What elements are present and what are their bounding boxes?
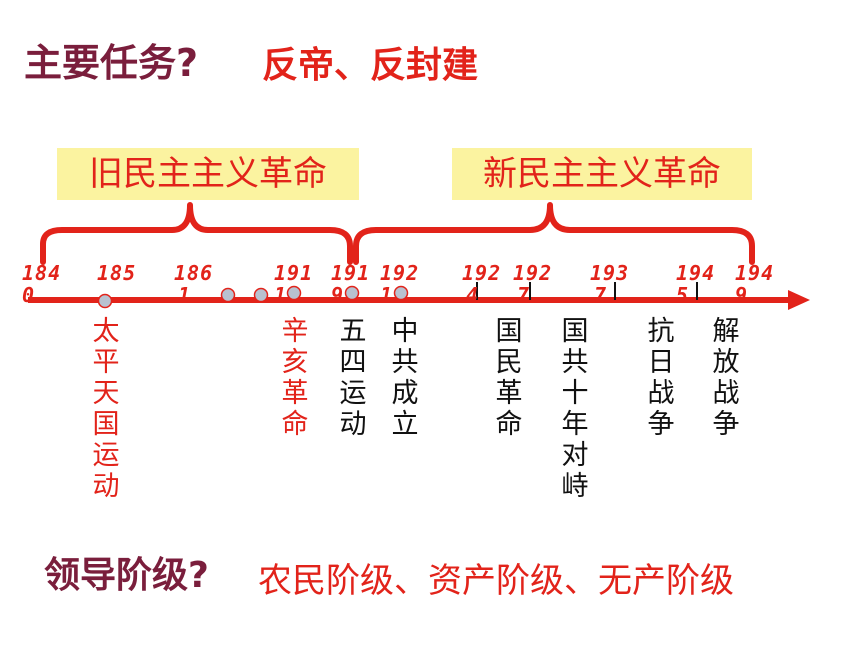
leadership-answer: 农民阶级、资产阶级、无产阶级 xyxy=(258,561,734,601)
dot-1919 xyxy=(344,285,360,301)
dot-1911 xyxy=(286,285,302,301)
event-xinhai: 辛亥革命 xyxy=(281,316,309,440)
dot-1851 xyxy=(97,293,113,309)
dot-a xyxy=(220,287,236,303)
dot-1921 xyxy=(393,285,409,301)
leadership-question: 领导阶级? xyxy=(44,555,209,596)
old-democratic-revolution-box: 旧民主主义革命 xyxy=(57,148,359,200)
event-ccp-founding: 中共成立 xyxy=(391,316,419,440)
task-question: 主要任务? xyxy=(24,41,199,85)
event-ten-year-confrontation: 国共十年对峙 xyxy=(561,316,589,502)
event-anti-japanese-war: 抗日战争 xyxy=(647,316,675,440)
dot-b xyxy=(253,287,269,303)
event-national-revolution: 国民革命 xyxy=(495,316,523,440)
new-democratic-revolution-box: 新民主主义革命 xyxy=(452,148,752,200)
timeline-arrowhead xyxy=(788,290,810,310)
old-era-brace xyxy=(40,202,353,265)
year-label-185: 185 xyxy=(97,261,137,285)
event-liberation-war: 解放战争 xyxy=(712,316,740,440)
new-era-brace xyxy=(353,202,755,265)
event-may-fourth: 五四运动 xyxy=(339,316,367,440)
event-taiping: 太平天国运动 xyxy=(92,316,120,502)
task-answer: 反帝、反封建 xyxy=(262,45,479,86)
